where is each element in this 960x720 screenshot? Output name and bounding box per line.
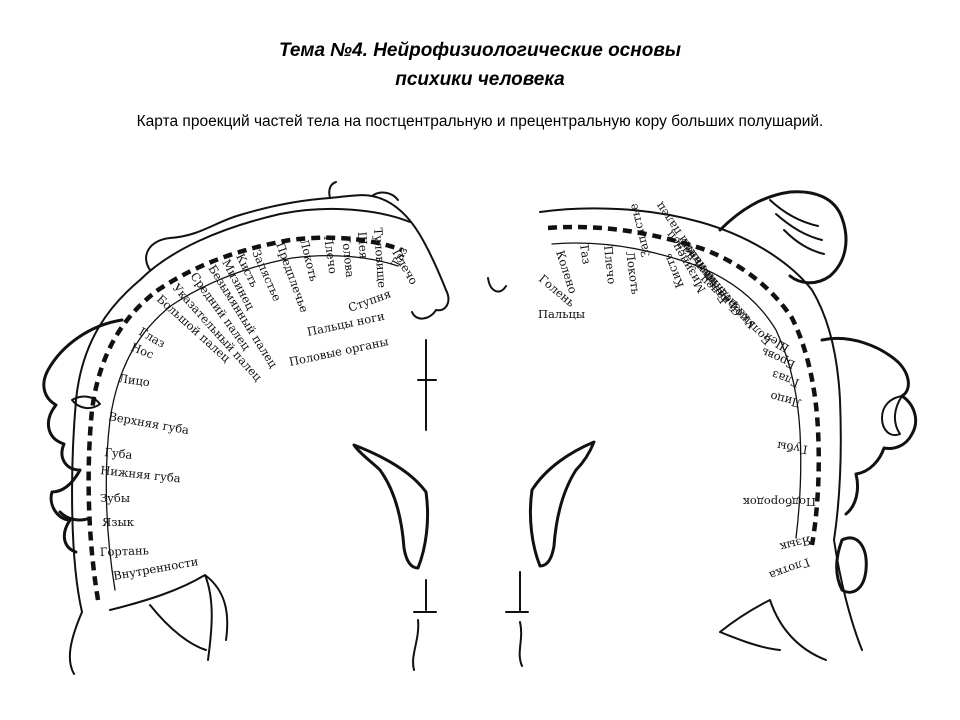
left-cortex-band (86, 235, 403, 601)
left-hemisphere-drawing (42, 181, 450, 675)
right-fingers (769, 199, 825, 255)
right-hemisphere-drawing (487, 190, 918, 667)
right-top-labels: Колено Голень Пальцы Таз Плечо Локоть За… (536, 199, 808, 456)
right-inner-line (551, 242, 802, 539)
label-left-upper-lip: Верхняя губа (107, 409, 190, 437)
right-throat (835, 536, 868, 594)
label-left-lip: Губа (104, 445, 134, 462)
left-homunculus-leg (328, 181, 399, 201)
label-left-toes: Пальцы ноги (306, 309, 386, 339)
label-left-genitals: Половые органы (288, 334, 390, 369)
right-ventricle (528, 440, 596, 568)
label-left-head: Голова (339, 235, 357, 278)
label-left-viscera: Внутренности (112, 554, 200, 583)
label-right-eye: Глаз (770, 368, 801, 391)
right-brain-bottom (719, 539, 863, 661)
left-top-labels: Плечо Туловище Шея Голова Плечо Локоть П… (118, 227, 421, 389)
right-side-labels: Подбородок Язык Глотка (742, 495, 816, 583)
label-right-toes: Пальцы (538, 307, 585, 321)
slide-title: Тема №4. Нейрофизиологические основы пси… (0, 36, 960, 94)
right-hand (718, 190, 848, 285)
right-face (820, 336, 918, 516)
slide-subtitle: Карта проекций частей тела на постцентра… (136, 113, 824, 130)
label-right-pelvis: Таз (577, 242, 594, 265)
left-inner-line (105, 255, 399, 591)
left-eye (71, 395, 101, 410)
label-left-trunk: Туловище (371, 227, 389, 288)
right-cortex-outline (539, 207, 842, 541)
label-left-elbow: Локоть (297, 237, 321, 282)
left-side-labels: Верхняя губа Губа Нижняя губа Зубы Язык … (100, 409, 200, 583)
label-left-larynx: Гортань (100, 543, 150, 559)
label-right-tongue: Язык (778, 533, 813, 554)
title-line-1: Тема №4. Нейрофизиологические основы (278, 40, 682, 61)
label-left-neck: Шея (355, 231, 371, 259)
label-right-face: Лицо (769, 389, 803, 410)
right-mouth (881, 395, 903, 436)
label-left-teeth: Зубы (100, 491, 130, 505)
left-face (42, 318, 124, 554)
title-line-2: психики человека (395, 69, 565, 90)
label-right-elbow: Локоть (623, 250, 643, 295)
left-midline (412, 339, 437, 671)
label-right-pharynx: Глотка (767, 555, 812, 583)
label-left-tongue: Язык (102, 515, 135, 529)
left-ventricle (352, 443, 430, 570)
right-cortex-band (547, 224, 821, 546)
label-right-lips: Губы (776, 439, 808, 457)
label-right-chin: Подбородок (742, 495, 816, 509)
label-left-face: Лицо (118, 371, 151, 389)
left-brain-bottom (68, 574, 229, 675)
right-midline (487, 277, 529, 667)
label-right-shoulder: Плечо (601, 245, 619, 285)
left-mouth (58, 510, 92, 522)
label-left-shoulder-2: Плечо (321, 234, 340, 274)
label-left-lower-lip: Нижняя губа (100, 463, 182, 485)
left-cortex-outline (71, 207, 411, 613)
label-left-foot: Ступня (346, 286, 393, 314)
